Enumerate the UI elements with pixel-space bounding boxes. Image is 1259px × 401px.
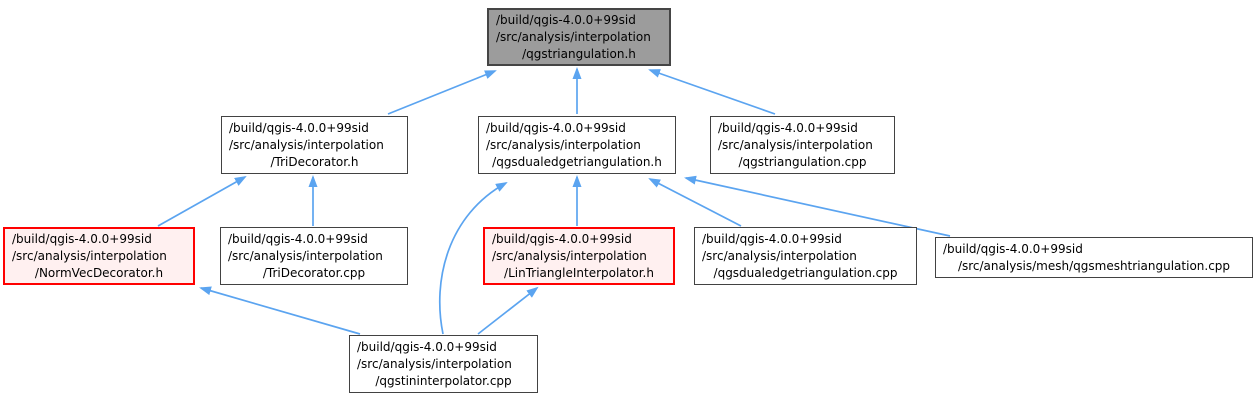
node-label-line: /qgsdualedgetriangulation.cpp <box>713 265 898 280</box>
node-label-line: /src/analysis/interpolation <box>228 248 383 263</box>
node-label-line: /src/analysis/interpolation <box>12 248 167 263</box>
edge-qgsdualedgetriangulation-cpp-to-qgsdualedgetriangulation-h <box>648 178 742 227</box>
node-qgstriangulation-cpp[interactable]: /build/qgis-4.0.0+99sid/src/analysis/int… <box>710 116 895 174</box>
node-qgstriangulation-h[interactable]: /build/qgis-4.0.0+99sid/src/analysis/int… <box>487 8 671 66</box>
edge-tridecorator-h-to-qgstriangulation-h <box>387 70 497 115</box>
node-label-line: /qgsdualedgetriangulation.h <box>492 154 662 169</box>
edge-normvecdecorator-h-to-tridecorator-h <box>157 176 247 227</box>
node-label-line: /qgstriangulation.h <box>522 46 636 61</box>
node-normvecdecorator-h[interactable]: /build/qgis-4.0.0+99sid/src/analysis/int… <box>3 227 195 285</box>
node-label-line: /build/qgis-4.0.0+99sid <box>12 231 152 246</box>
node-label-line: /build/qgis-4.0.0+99sid <box>718 120 858 135</box>
node-label-line: /build/qgis-4.0.0+99sid <box>229 120 369 135</box>
node-label-line: /LinTriangleInterpolator.h <box>504 265 654 280</box>
edge-qgstriangulation-cpp-to-qgstriangulation-h <box>648 69 776 115</box>
node-tridecorator-h[interactable]: /build/qgis-4.0.0+99sid/src/analysis/int… <box>221 116 408 174</box>
node-label-line: /src/analysis/interpolation <box>229 137 384 152</box>
edge-qgstininterpolator-cpp-to-qgsdualedgetriangulation-h <box>438 182 508 335</box>
node-label-line: /NormVecDecorator.h <box>34 265 164 280</box>
node-label-line: /TriDecorator.cpp <box>262 265 366 280</box>
node-label-line: /src/analysis/interpolation <box>357 356 512 371</box>
node-label-line: /build/qgis-4.0.0+99sid <box>702 231 842 246</box>
node-label-line: /build/qgis-4.0.0+99sid <box>486 120 626 135</box>
node-label-line: /src/analysis/interpolation <box>486 137 641 152</box>
edge-qgstininterpolator-cpp-to-lintriangleinterpolator-h <box>477 286 539 335</box>
node-qgsdualedgetriangulation-cpp[interactable]: /build/qgis-4.0.0+99sid/src/analysis/int… <box>694 227 917 285</box>
node-label-line: /build/qgis-4.0.0+99sid <box>943 241 1083 256</box>
edge-qgstininterpolator-cpp-to-normvecdecorator-h <box>199 286 361 335</box>
node-label-line: /src/analysis/mesh/qgsmeshtriangulation.… <box>957 258 1231 273</box>
node-qgstininterpolator-cpp[interactable]: /build/qgis-4.0.0+99sid/src/analysis/int… <box>349 335 538 393</box>
node-label-line: /src/analysis/interpolation <box>492 248 647 263</box>
node-label-line: /build/qgis-4.0.0+99sid <box>228 231 368 246</box>
node-label-line: /src/analysis/interpolation <box>702 248 857 263</box>
node-label-line: /build/qgis-4.0.0+99sid <box>357 339 497 354</box>
node-label-line: /src/analysis/interpolation <box>718 137 873 152</box>
node-label-line: /qgstriangulation.cpp <box>738 154 867 169</box>
node-tridecorator-cpp[interactable]: /build/qgis-4.0.0+99sid/src/analysis/int… <box>220 227 408 285</box>
node-lintriangleinterpolator-h[interactable]: /build/qgis-4.0.0+99sid/src/analysis/int… <box>483 227 675 285</box>
node-label-line: /TriDecorator.h <box>270 154 359 169</box>
node-label-line: /qgstininterpolator.cpp <box>375 373 512 388</box>
node-label-line: /build/qgis-4.0.0+99sid <box>492 231 632 246</box>
node-qgsmeshtriangulation-cpp[interactable]: /build/qgis-4.0.0+99sid/src/analysis/mes… <box>935 237 1253 278</box>
node-label-line: /build/qgis-4.0.0+99sid <box>496 12 636 27</box>
edge-qgsmeshtriangulation-cpp-to-qgsdualedgetriangulation-h <box>684 175 951 237</box>
node-label-line: /src/analysis/interpolation <box>496 29 651 44</box>
node-qgsdualedgetriangulation-h[interactable]: /build/qgis-4.0.0+99sid/src/analysis/int… <box>478 116 676 174</box>
